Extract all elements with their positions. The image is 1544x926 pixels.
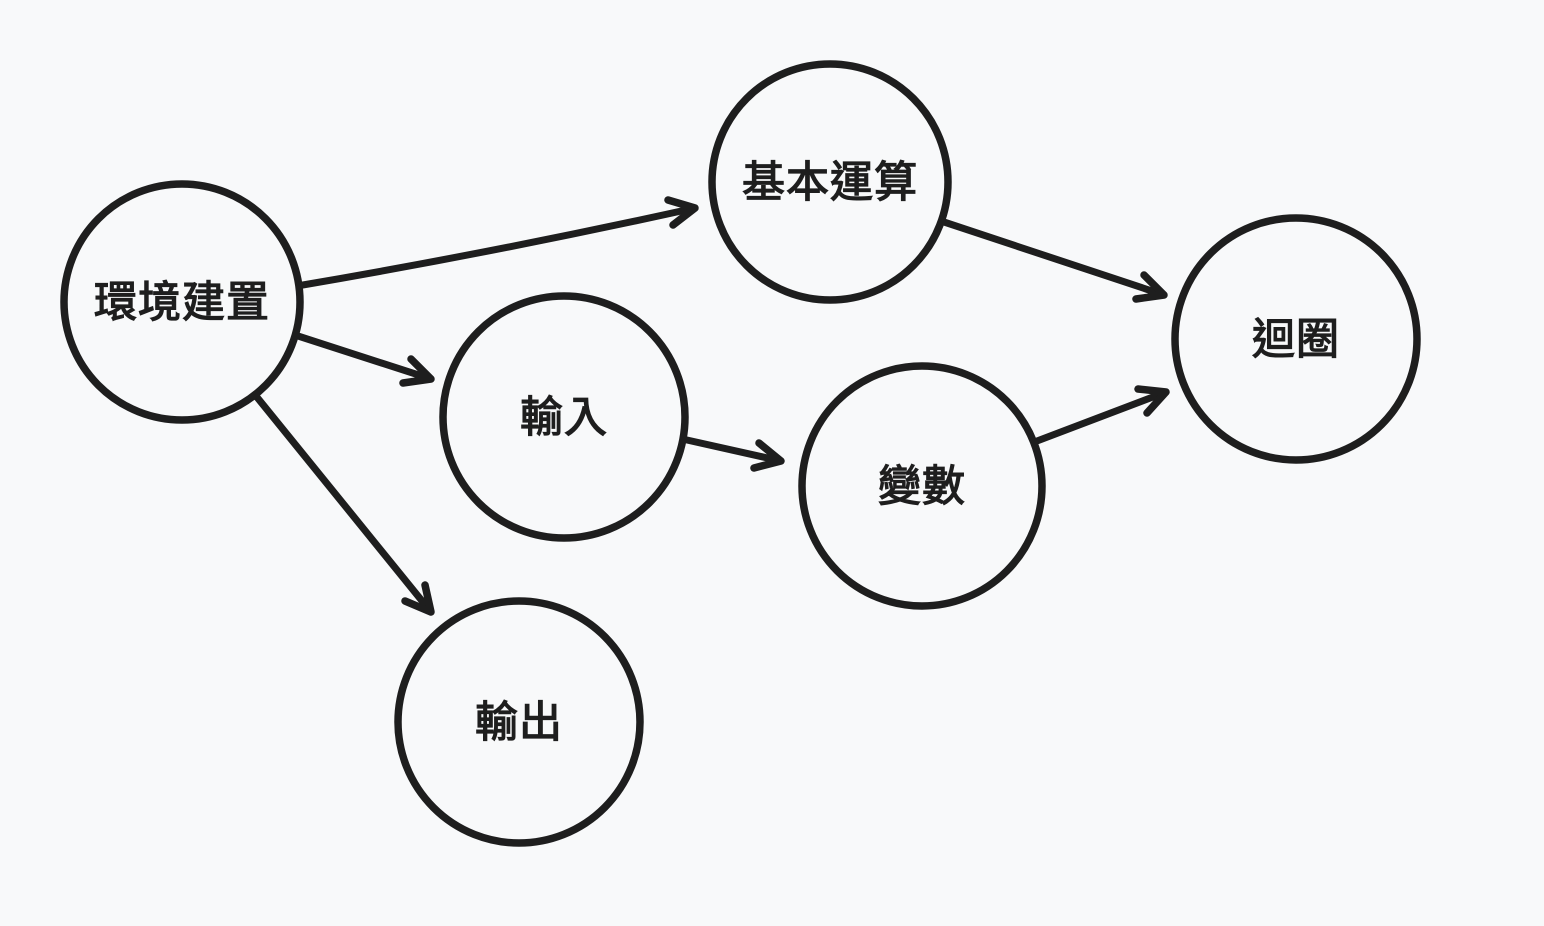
arrowhead-icon bbox=[664, 196, 699, 229]
edge-env-setup-to-output[interactable] bbox=[252, 392, 435, 616]
arrowhead-icon bbox=[1132, 271, 1168, 303]
node-output[interactable]: 輸出 bbox=[394, 597, 644, 847]
edge-line[interactable] bbox=[293, 204, 699, 290]
edge-line[interactable] bbox=[294, 332, 435, 383]
node-circle[interactable] bbox=[708, 60, 952, 304]
node-label: 環境建置 bbox=[94, 279, 270, 327]
edge-line[interactable] bbox=[252, 392, 435, 616]
arrowhead-icon bbox=[399, 355, 435, 387]
edge-env-setup-to-input[interactable] bbox=[294, 332, 435, 387]
arrowhead-icon bbox=[750, 439, 785, 472]
node-input[interactable]: 輸入 bbox=[439, 292, 689, 542]
node-circle[interactable] bbox=[798, 362, 1046, 610]
node-label: 變數 bbox=[878, 463, 966, 511]
node-env-setup[interactable]: 環境建置 bbox=[60, 180, 304, 424]
edge-basic-operations-to-loops[interactable] bbox=[940, 218, 1168, 303]
arrowhead-icon bbox=[1134, 385, 1170, 417]
edge-variables-to-loops[interactable] bbox=[1033, 385, 1170, 445]
edge-line[interactable] bbox=[1033, 388, 1170, 445]
node-circle[interactable] bbox=[1171, 214, 1421, 464]
node-basic-operations[interactable]: 基本運算 bbox=[708, 60, 952, 304]
edge-input-to-variables[interactable] bbox=[674, 434, 785, 472]
node-label: 輸出 bbox=[475, 699, 563, 747]
arrowhead-icon bbox=[401, 581, 435, 616]
node-loops[interactable]: 迴圈 bbox=[1171, 214, 1421, 464]
node-circle[interactable] bbox=[439, 292, 689, 542]
edge-env-setup-to-basic-operations[interactable] bbox=[293, 196, 699, 290]
node-circle[interactable] bbox=[394, 597, 644, 847]
edge-line[interactable] bbox=[674, 434, 785, 465]
node-label: 基本運算 bbox=[742, 159, 918, 207]
node-label: 輸入 bbox=[520, 394, 608, 442]
node-circle[interactable] bbox=[60, 180, 304, 424]
node-label: 迴圈 bbox=[1251, 316, 1340, 364]
edge-line[interactable] bbox=[940, 218, 1168, 299]
node-variables[interactable]: 變數 bbox=[798, 362, 1046, 610]
